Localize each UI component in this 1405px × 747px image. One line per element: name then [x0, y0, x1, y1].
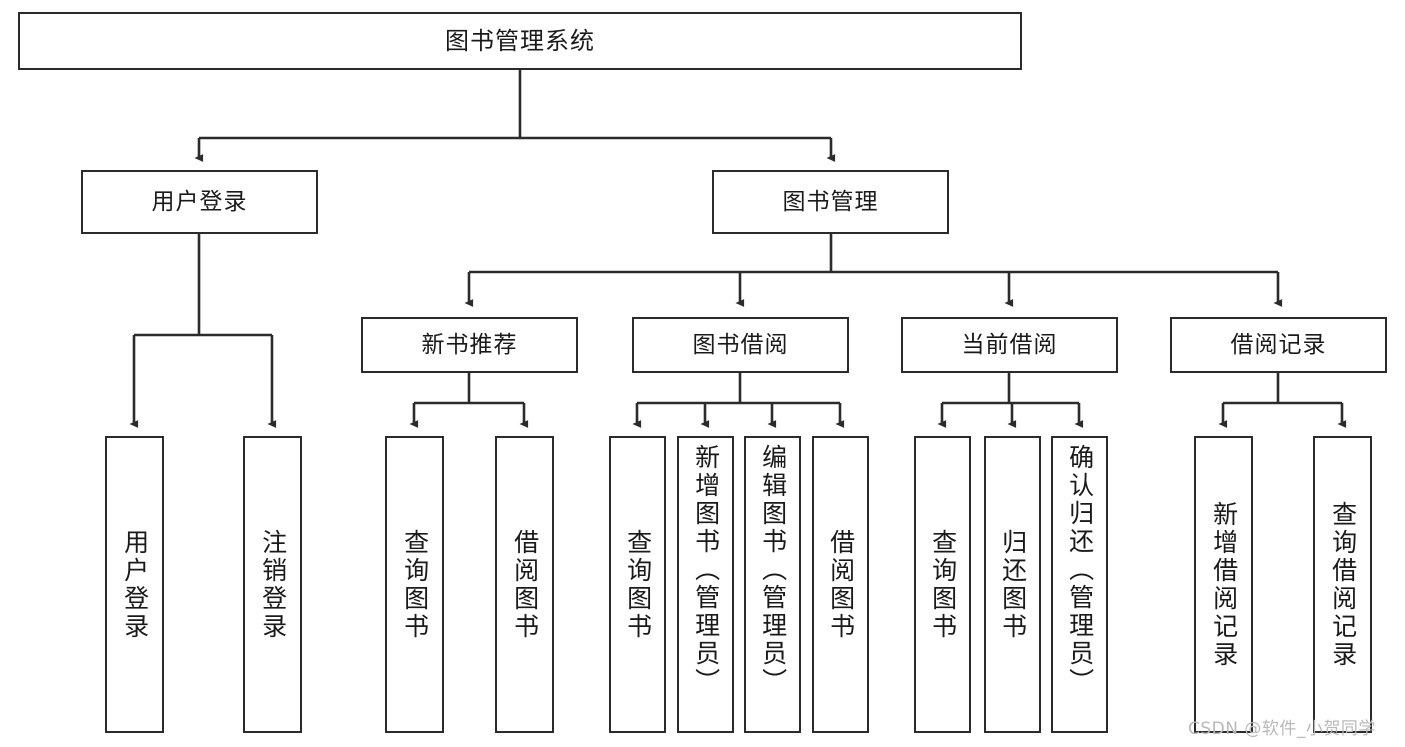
node-current-borrow[interactable]: 当前借阅: [901, 317, 1118, 373]
node-label: 查询图书: [400, 528, 430, 641]
node-leaf-return-book[interactable]: 归还图书: [984, 436, 1041, 733]
node-label: 注销登录: [258, 528, 288, 641]
node-label: 当前借阅: [961, 331, 1058, 358]
node-leaf-query-book-1[interactable]: 查询图书: [385, 436, 444, 733]
node-label: 借阅图书: [510, 528, 540, 641]
node-label: 图书借阅: [692, 331, 789, 358]
node-label: 图书管理系统: [445, 27, 595, 55]
node-leaf-query-borrow-record[interactable]: 查询借阅记录: [1313, 436, 1372, 733]
node-label: 借阅图书: [826, 528, 856, 641]
node-book-management-system[interactable]: 图书管理系统: [18, 12, 1022, 70]
node-leaf-add-book[interactable]: 新增图书（管理员）: [677, 436, 734, 733]
node-leaf-logout-login[interactable]: 注销登录: [243, 436, 302, 733]
node-label: 借阅记录: [1230, 331, 1327, 358]
node-label: 新增图书（管理员）: [691, 444, 721, 696]
node-label: 确认归还（管理员）: [1065, 444, 1095, 696]
node-label: 编辑图书（管理员）: [758, 444, 788, 696]
node-label: 查询借阅记录: [1328, 500, 1358, 669]
node-label: 图书管理: [782, 188, 879, 215]
node-leaf-edit-book[interactable]: 编辑图书（管理员）: [744, 436, 801, 733]
node-borrow-record[interactable]: 借阅记录: [1170, 317, 1387, 373]
node-user-login[interactable]: 用户登录: [81, 170, 318, 234]
csdn-watermark: CSDN @软件_小贺同学: [1188, 719, 1376, 739]
node-leaf-query-book-2[interactable]: 查询图书: [609, 436, 666, 733]
node-leaf-borrow-book-2[interactable]: 借阅图书: [812, 436, 869, 733]
node-label: 用户登录: [120, 528, 150, 641]
node-label: 用户登录: [151, 188, 248, 215]
node-label: 新书推荐: [421, 331, 518, 358]
node-label: 查询图书: [928, 528, 958, 641]
node-label: 新增借阅记录: [1209, 500, 1239, 669]
node-label: 归还图书: [998, 528, 1028, 641]
node-leaf-query-book-3[interactable]: 查询图书: [914, 436, 971, 733]
node-leaf-borrow-book-1[interactable]: 借阅图书: [495, 436, 554, 733]
node-book-management[interactable]: 图书管理: [712, 170, 949, 234]
node-book-borrow[interactable]: 图书借阅: [632, 317, 849, 373]
node-label: 查询图书: [623, 528, 653, 641]
node-new-book-recommend[interactable]: 新书推荐: [361, 317, 578, 373]
node-leaf-add-borrow-record[interactable]: 新增借阅记录: [1194, 436, 1253, 733]
node-leaf-user-login[interactable]: 用户登录: [105, 436, 164, 733]
node-leaf-confirm-return[interactable]: 确认归还（管理员）: [1051, 436, 1108, 733]
